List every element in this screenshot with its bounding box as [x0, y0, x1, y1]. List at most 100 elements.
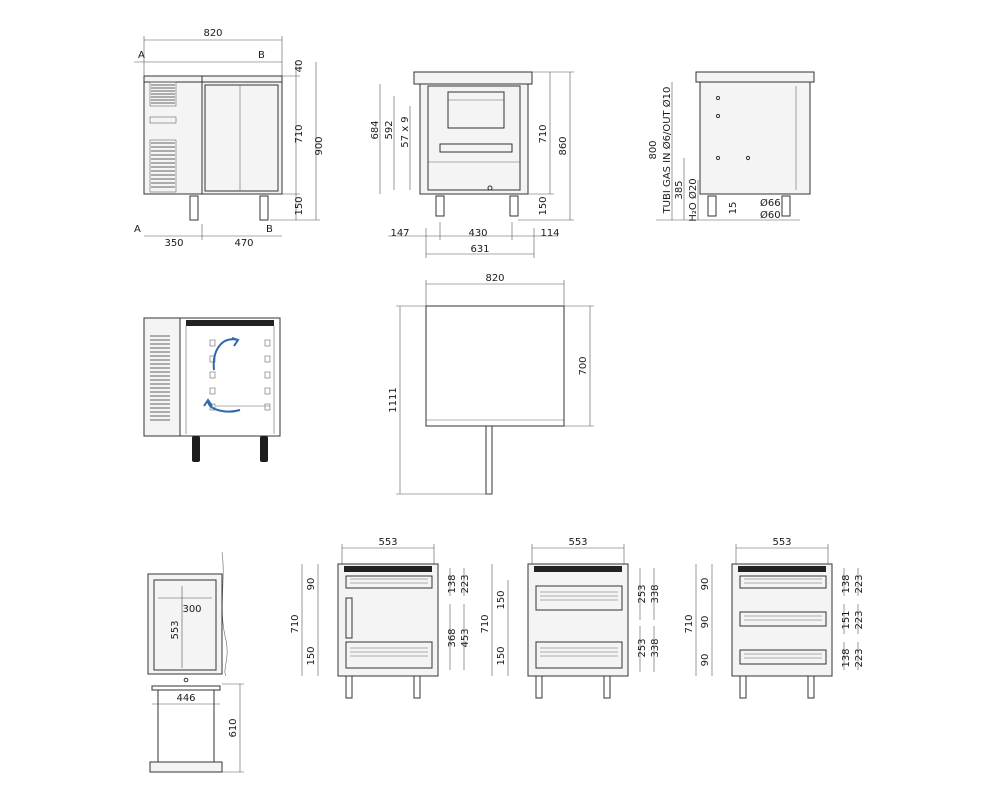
gn-base — [149, 761, 223, 773]
dim-d3-138-2: 138 — [841, 648, 852, 667]
dim-d1-368: 368 — [447, 628, 458, 647]
left-rail-slots — [209, 339, 216, 411]
dim-d3-90-2: 90 — [700, 616, 711, 629]
plan-view: 820 700 1111 — [388, 273, 594, 495]
drawer-view-2: 553 710 150 150 253 338 253 338 — [480, 537, 661, 699]
dim-d2-253-bottom: 253 — [637, 638, 648, 657]
drawer-view-3: 553 710 90 90 90 138 223 151 223 138 223 — [684, 537, 865, 699]
dim-d1-453: 453 — [460, 628, 471, 647]
evaporator — [447, 91, 505, 129]
dim-gn-610: 610 — [228, 718, 239, 737]
plan-cabinet — [425, 305, 565, 427]
dim-gn-300: 300 — [182, 604, 201, 615]
dim-d3-223-1: 223 — [854, 574, 865, 593]
airflow-in-arrow — [207, 401, 241, 413]
control-panel — [149, 116, 177, 124]
interior-cabinet — [179, 317, 281, 437]
front-grill-top — [149, 81, 177, 107]
dim-front-350: 350 — [164, 238, 183, 249]
dim-side-684: 684 — [370, 120, 381, 139]
d1-cabinet — [337, 563, 439, 677]
front-cabinet — [143, 75, 283, 195]
rear-label-h2o: H₂O Ø20 — [687, 178, 699, 221]
dim-d1-150: 150 — [306, 646, 317, 665]
dim-front-width: 820 — [203, 28, 222, 39]
airflow-in-arrowhead — [203, 398, 213, 407]
rear-leg-left — [707, 195, 717, 217]
break-line — [221, 551, 228, 677]
dim-plan-700: 700 — [578, 356, 589, 375]
airflow-out-arrowhead — [231, 337, 240, 347]
dim-side-631: 631 — [470, 244, 489, 255]
iso-leg-right — [260, 436, 268, 462]
side-vent-grill — [150, 335, 170, 421]
dim-side-710: 710 — [538, 124, 549, 143]
side-leg-right — [509, 195, 519, 217]
rear-cabinet — [699, 81, 811, 195]
dim-rear-15: 15 — [728, 202, 739, 215]
leg-left — [189, 195, 199, 221]
dim-d1-223: 223 — [460, 574, 471, 593]
d2-drawer-top — [535, 585, 623, 611]
rear-leg-right — [781, 195, 791, 217]
dim-d2-338-bottom: 338 — [650, 638, 661, 657]
dim-front-900: 900 — [314, 136, 325, 155]
dim-d2-150-top: 150 — [496, 590, 507, 609]
dim-d3-223-3: 223 — [854, 648, 865, 667]
dim-side-147: 147 — [390, 228, 409, 239]
dim-plan-1111: 1111 — [388, 387, 399, 412]
dim-rear-d60: Ø60 — [760, 209, 781, 221]
iso-leg-left — [192, 436, 200, 462]
dim-side-rails: 57 x 9 — [400, 116, 411, 147]
side-leg-left — [435, 195, 445, 217]
right-rail-slots — [264, 339, 271, 411]
dim-front-470: 470 — [234, 238, 253, 249]
dim-rear-d66: Ø66 — [760, 197, 781, 209]
rear-top — [695, 71, 815, 83]
front-door — [204, 84, 279, 192]
dim-gn-553: 553 — [170, 620, 181, 639]
gn-tray-view: 300 553 446 610 — [147, 551, 244, 773]
dim-side-430: 430 — [468, 228, 487, 239]
side-cabinet — [419, 83, 529, 195]
dim-d3-553: 553 — [772, 537, 791, 548]
dim-d3-138-1: 138 — [841, 574, 852, 593]
dim-d2-338-top: 338 — [650, 584, 661, 603]
d1-drawer-top — [345, 575, 433, 589]
dim-front-150: 150 — [294, 196, 305, 215]
side-top — [413, 71, 533, 85]
dim-d3-90-3: 90 — [700, 654, 711, 667]
dim-d3-710: 710 — [684, 614, 695, 633]
dim-side-114: 114 — [540, 228, 559, 239]
dim-d3-151: 151 — [841, 610, 852, 629]
dim-d3-90-1: 90 — [700, 578, 711, 591]
dim-d1-90: 90 — [306, 578, 317, 591]
front-grill-bottom — [149, 139, 177, 193]
dim-d1-710: 710 — [290, 614, 301, 633]
shelf — [439, 143, 513, 153]
side-section-view: 684 592 57 x 9 710 860 150 147 430 114 6… — [370, 71, 574, 258]
d1-drawer-bottom — [345, 641, 433, 669]
rear-label-gas: TUBI GAS IN Ø6/OUT Ø10 — [661, 87, 673, 215]
dim-d1-138: 138 — [447, 574, 458, 593]
section-b-bottom: B — [266, 224, 273, 235]
section-b-top: B — [258, 50, 265, 61]
d3-drawer-3 — [739, 649, 827, 665]
dim-side-592: 592 — [384, 120, 395, 139]
dim-rear-385: 385 — [674, 180, 685, 199]
dim-gn-446: 446 — [176, 693, 195, 704]
d2-cabinet — [527, 563, 629, 677]
interior-airflow-view — [143, 317, 281, 462]
d3-drawer-2 — [739, 611, 827, 627]
dim-front-40: 40 — [294, 60, 305, 73]
d2-drawer-bottom — [535, 641, 623, 669]
drawer-view-1: 553 710 90 150 138 223 368 453 — [290, 537, 471, 699]
dim-rear-800: 800 — [648, 140, 659, 159]
d3-drawer-1 — [739, 575, 827, 589]
dim-d2-150-bottom: 150 — [496, 646, 507, 665]
rear-view: TUBI GAS IN Ø6/OUT Ø10 800 385 H₂O Ø20 1… — [648, 71, 815, 222]
plan-open-door — [485, 425, 493, 495]
section-a-top: A — [138, 50, 145, 61]
dim-front-710: 710 — [294, 124, 305, 143]
